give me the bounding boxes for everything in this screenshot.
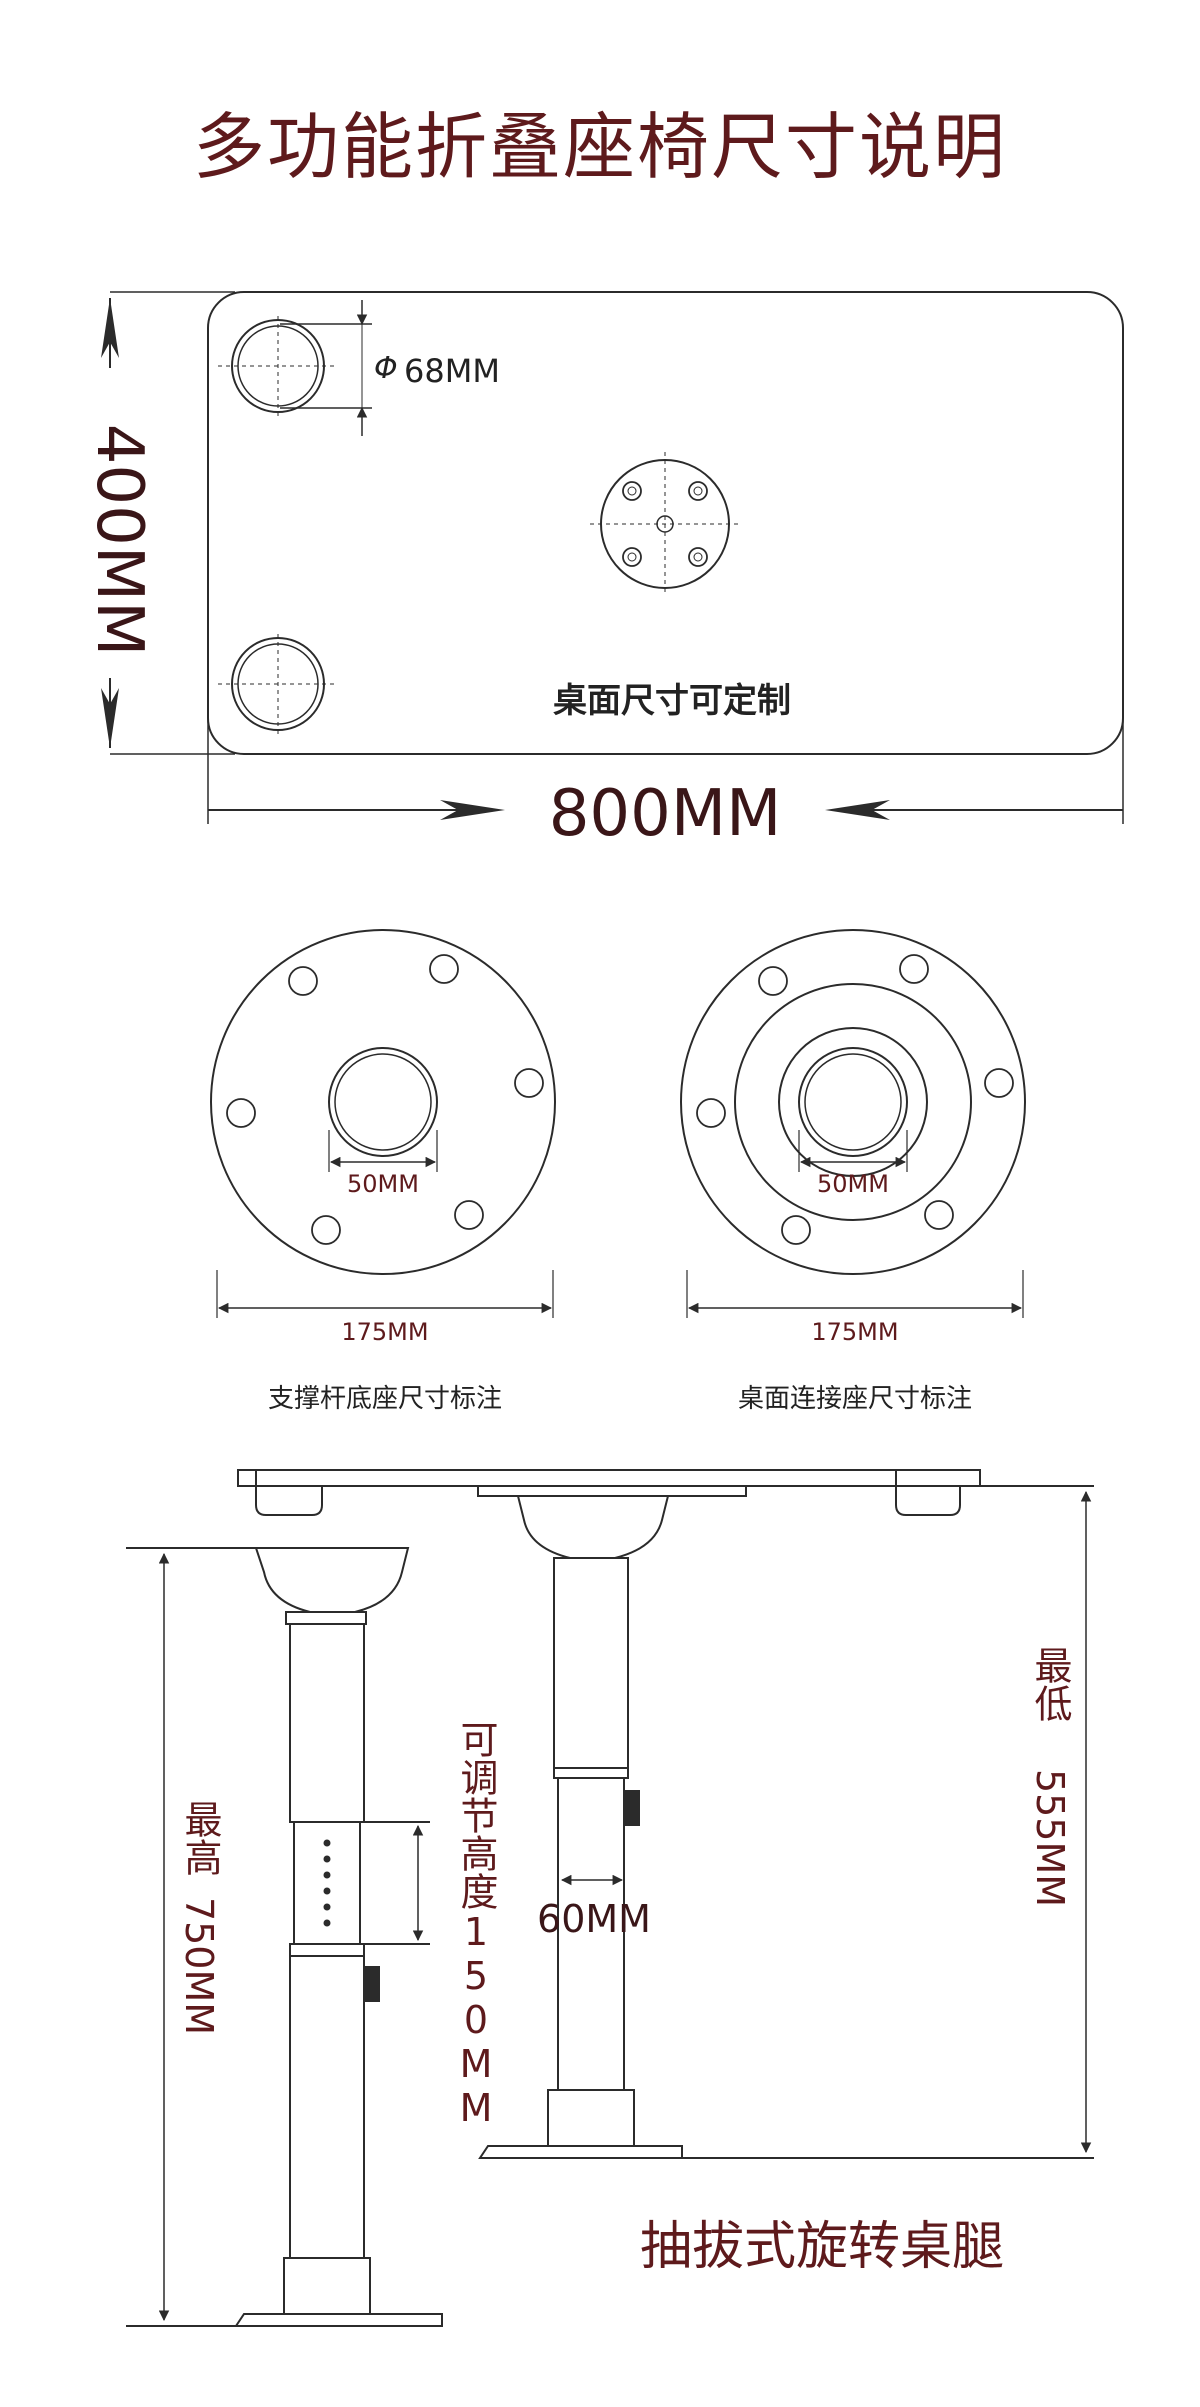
base-plate-left: 50MM 175MM 支撑杆底座尺寸标注 bbox=[210, 929, 556, 1414]
width-dimension: 800MM bbox=[207, 700, 1124, 851]
hole-diameter-dimension: Φ 68MM bbox=[280, 300, 500, 436]
height-dimension: 400MM bbox=[82, 291, 235, 755]
corner-hole-top bbox=[218, 316, 338, 416]
table-top-view: Φ 68MM 桌面尺寸可定制 400MM bbox=[82, 291, 1124, 851]
left-base-caption: 支撑杆底座尺寸标注 bbox=[268, 1384, 502, 1414]
table-side-bar bbox=[237, 1469, 981, 1516]
phi-symbol: Φ bbox=[374, 351, 398, 386]
left-inner-label: 50MM bbox=[347, 1170, 419, 1198]
height-label: 400MM bbox=[82, 424, 156, 657]
width-label: 800MM bbox=[549, 777, 782, 851]
left-outer-label: 175MM bbox=[341, 1318, 428, 1346]
base-plate-right: 50MM 175MM 桌面连接座尺寸标注 bbox=[680, 929, 1026, 1414]
legs-caption: 抽拔式旋转桌腿 bbox=[640, 2217, 1004, 2277]
tall-leg bbox=[126, 1547, 443, 2327]
right-inner-label: 50MM bbox=[817, 1170, 889, 1198]
page-title: 多功能折叠座椅尺寸说明 bbox=[193, 105, 1007, 189]
max-height-value: 750MM bbox=[177, 1897, 221, 2035]
hole-diameter-label: 68MM bbox=[404, 352, 500, 390]
table-top-outline bbox=[207, 291, 1124, 755]
corner-hole-bottom bbox=[218, 634, 338, 734]
custom-size-note: 桌面尺寸可定制 bbox=[553, 681, 791, 721]
adjust-height-label: 可调节高度150MM bbox=[454, 1720, 498, 2130]
max-height-label: 最高 bbox=[178, 1800, 222, 1876]
right-outer-label: 175MM bbox=[811, 1318, 898, 1346]
min-height-label: 最低 bbox=[1028, 1646, 1072, 1722]
short-leg bbox=[478, 1485, 1094, 2159]
leg-width-label: 60MM bbox=[537, 1897, 651, 1941]
center-mount-plate bbox=[590, 452, 740, 596]
right-base-caption: 桌面连接座尺寸标注 bbox=[738, 1384, 972, 1414]
min-height-value: 555MM bbox=[1028, 1769, 1072, 1907]
